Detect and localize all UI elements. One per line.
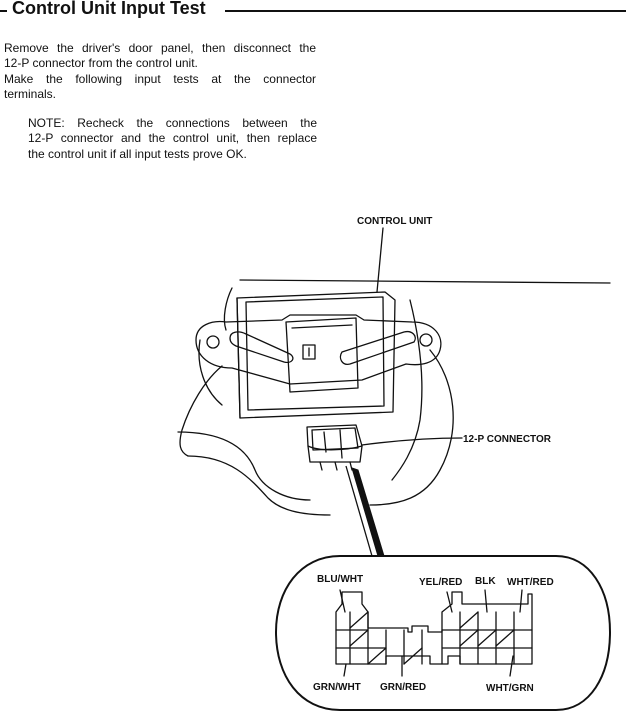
door-frame-outline: [187, 455, 331, 516]
title-rule-left: [0, 10, 7, 12]
projection-wedge: [351, 467, 385, 557]
control-unit-body: [236, 291, 396, 419]
terminal-leader: [446, 591, 453, 613]
terminal-label-blu-wht: BLU/WHT: [317, 574, 363, 585]
connector-leader: [361, 437, 463, 446]
detail-oval: [275, 555, 611, 711]
terminal-leader: [519, 589, 523, 613]
projection-wedge: [345, 465, 373, 557]
note-line: 12-P connector and the control unit, the…: [28, 131, 317, 146]
bracket-slot: [339, 330, 416, 365]
instruction-line: Make the following input tests at the co…: [4, 71, 316, 86]
instructions-paragraph: Remove the driver's door panel, then dis…: [4, 41, 316, 102]
mounting-bracket: [195, 314, 442, 385]
terminal-label-wht-grn: WHT/GRN: [486, 683, 534, 694]
door-frame-outline: [369, 349, 454, 506]
note-line: NOTE: Recheck the connections between th…: [28, 116, 317, 130]
instruction-line: terminals.: [4, 86, 57, 101]
door-frame-outline: [179, 365, 223, 457]
connector-cells: [335, 611, 533, 665]
mounting-hole: [419, 333, 433, 347]
connector-plug: [306, 424, 363, 463]
terminal-leader: [509, 655, 514, 677]
terminal-label-grn-wht: GRN/WHT: [313, 682, 361, 693]
connector-plug: [323, 429, 343, 459]
terminal-leader: [484, 589, 488, 613]
control-unit-body: [236, 297, 241, 419]
note-paragraph: NOTE: Recheck the connections between th…: [28, 116, 317, 162]
unit-latch: [302, 344, 316, 360]
door-frame-outline: [198, 339, 223, 406]
note-line: the control unit if all input tests prov…: [28, 146, 247, 161]
terminal-label-wht-red: WHT/RED: [507, 577, 554, 588]
unit-recess: [285, 317, 359, 393]
terminal-label-yel-red: YEL/RED: [419, 577, 462, 588]
control-unit-label: CONTROL UNIT: [357, 216, 432, 227]
door-frame-outline: [239, 279, 611, 284]
connector-plug: [307, 445, 363, 451]
connector-cell-diagonals: [349, 611, 515, 665]
door-frame-outline: [223, 287, 233, 331]
mounting-hole: [206, 335, 220, 349]
instruction-line: 12-P connector from the control unit.: [4, 56, 198, 71]
door-frame-outline: [391, 299, 423, 481]
terminal-label-grn-red: GRN/RED: [380, 682, 426, 693]
instruction-line: Remove the driver's door panel, then dis…: [4, 41, 316, 55]
page-title: Control Unit Input Test: [12, 0, 206, 18]
connector-wire: [319, 461, 353, 471]
connector-label: 12-P CONNECTOR: [463, 434, 552, 445]
unit-recess: [291, 324, 353, 329]
connector-plug: [311, 427, 359, 451]
control-unit-leader: [376, 227, 384, 293]
bracket-slot: [229, 331, 294, 364]
connector-face: [335, 591, 533, 665]
terminal-label-blk: BLK: [475, 576, 496, 587]
title-rule-right: [225, 10, 626, 12]
section-header: Control Unit Input Test: [0, 0, 626, 22]
terminal-leader: [339, 589, 346, 613]
door-frame-outline: [177, 431, 311, 501]
terminal-leader: [343, 663, 347, 677]
control-unit-body: [245, 296, 385, 411]
